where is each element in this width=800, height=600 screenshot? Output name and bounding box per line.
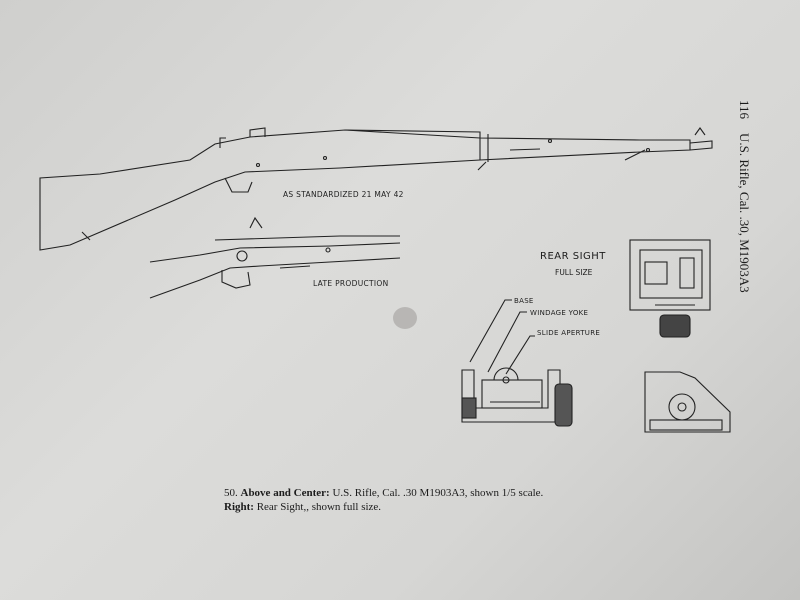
label-late-production: LATE PRODUCTION bbox=[313, 279, 389, 288]
rifle-full-view bbox=[39, 127, 713, 251]
rear-sight-side-view bbox=[644, 371, 731, 433]
caption-second-bold: Right: bbox=[224, 501, 254, 513]
caption-lead-text: U.S. Rifle, Cal. .30 M1903A3, shown 1/5 … bbox=[332, 487, 544, 499]
figure-caption: 50. Above and Center: U.S. Rifle, Cal. .… bbox=[224, 486, 543, 514]
running-head: 116U.S. Rifle, Cal. .30, M1903A3 bbox=[736, 100, 752, 307]
callout-windage-yoke: WINDAGE YOKE bbox=[530, 309, 589, 317]
callout-slide-aperture: SLIDE APERTURE bbox=[537, 329, 601, 337]
page-number: 116 bbox=[737, 100, 752, 120]
running-title: U.S. Rifle, Cal. .30, M1903A3 bbox=[737, 133, 752, 293]
caption-second-text: Rear Sight,, shown full size. bbox=[256, 501, 382, 513]
page-stain bbox=[393, 307, 417, 329]
rear-sight-title: REAR SIGHT bbox=[540, 251, 606, 262]
rear-sight-top-view bbox=[629, 239, 711, 338]
label-as-standardized: AS STANDARDIZED 21 MAY 42 bbox=[283, 190, 404, 199]
callout-base: BASE bbox=[514, 297, 534, 305]
rear-sight-subtitle: FULL SIZE bbox=[555, 268, 593, 277]
rifle-late-production bbox=[149, 216, 401, 299]
caption-lead-bold: Above and Center: bbox=[240, 487, 330, 499]
rear-sight-front-view bbox=[461, 299, 573, 427]
caption-number: 50. bbox=[224, 487, 238, 499]
